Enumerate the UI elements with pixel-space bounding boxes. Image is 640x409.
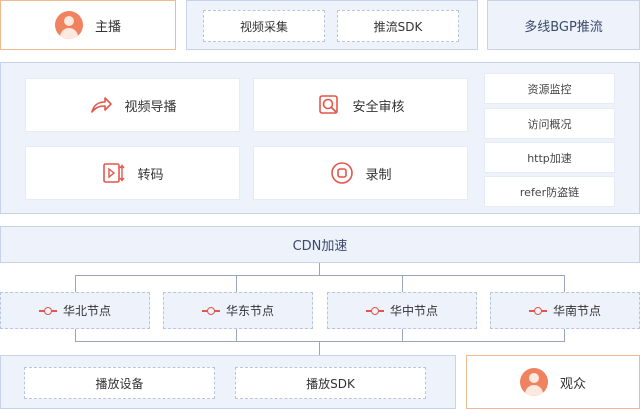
node-label: 华南节点 [552,304,601,318]
side-item-refer-antileech: refer防盗链 [485,177,614,206]
transcode-label: 转码 [137,167,164,183]
playback-group: 播放设备 播放SDK [0,355,456,409]
node-label: 华东节点 [225,304,274,318]
connector-line [319,341,320,355]
play-sdk-label: 播放SDK [306,376,355,391]
node-link-icon [201,306,220,316]
connector-line [564,275,565,292]
connector-line [75,275,76,292]
share-arrow-icon [91,97,113,113]
side-item-access-overview: 访问概况 [485,109,614,138]
video-guide-card: 视频导播 [26,79,239,131]
record-icon [331,162,354,184]
push-group: 视频采集 推流SDK [186,0,478,50]
transcode-icon [103,163,126,183]
connector-line [75,275,565,276]
play-device-box: 播放设备 [24,367,215,399]
play-sdk-box: 播放SDK [235,367,426,399]
audit-search-icon [319,95,339,114]
bgp-push-box: 多线BGP推流 [487,0,640,50]
node-central-china: 华中节点 [327,292,477,329]
cdn-label: CDN加速 [292,239,348,254]
push-sdk-label: 推流SDK [373,19,423,34]
node-label: 华北节点 [62,304,111,318]
connector-line [402,275,403,292]
connector-line [236,275,237,292]
node-label: 华中节点 [389,304,438,318]
viewer-box: 观众 [466,355,640,409]
record-label: 录制 [365,167,392,183]
node-link-icon [365,306,384,316]
side-item-label: http加速 [527,151,572,165]
node-east-china: 华东节点 [163,292,313,329]
side-item-label: 访问概况 [527,117,572,131]
streamer-box: 主播 [0,0,176,50]
play-device-label: 播放设备 [95,376,144,391]
node-north-china: 华北节点 [0,292,150,329]
node-link-icon [38,306,57,316]
connector-line [564,329,565,341]
connector-line [319,263,320,275]
cdn-acceleration-bar: CDN加速 [0,226,640,263]
video-guide-label: 视频导播 [124,99,177,115]
side-item-resource-monitor: 资源监控 [485,74,614,103]
streamer-label: 主播 [94,19,121,35]
connector-line [402,329,403,341]
bgp-push-label: 多线BGP推流 [524,19,603,35]
record-card: 录制 [254,147,467,199]
video-capture-box: 视频采集 [203,10,325,42]
node-link-icon [528,306,547,316]
push-sdk-box: 推流SDK [337,10,459,42]
security-audit-card: 安全审核 [254,79,467,131]
connector-line [236,329,237,341]
security-audit-label: 安全审核 [352,99,405,115]
side-item-label: refer防盗链 [519,185,580,199]
connector-line [75,341,565,342]
viewer-avatar-icon [519,368,548,396]
video-capture-label: 视频采集 [239,19,288,34]
side-item-http-acceleration: http加速 [485,143,614,172]
node-south-china: 华南节点 [490,292,640,329]
streamer-avatar-icon [54,11,83,39]
transcode-card: 转码 [26,147,239,199]
viewer-label: 观众 [559,376,586,392]
side-item-label: 资源监控 [527,82,572,96]
connector-line [75,329,76,341]
